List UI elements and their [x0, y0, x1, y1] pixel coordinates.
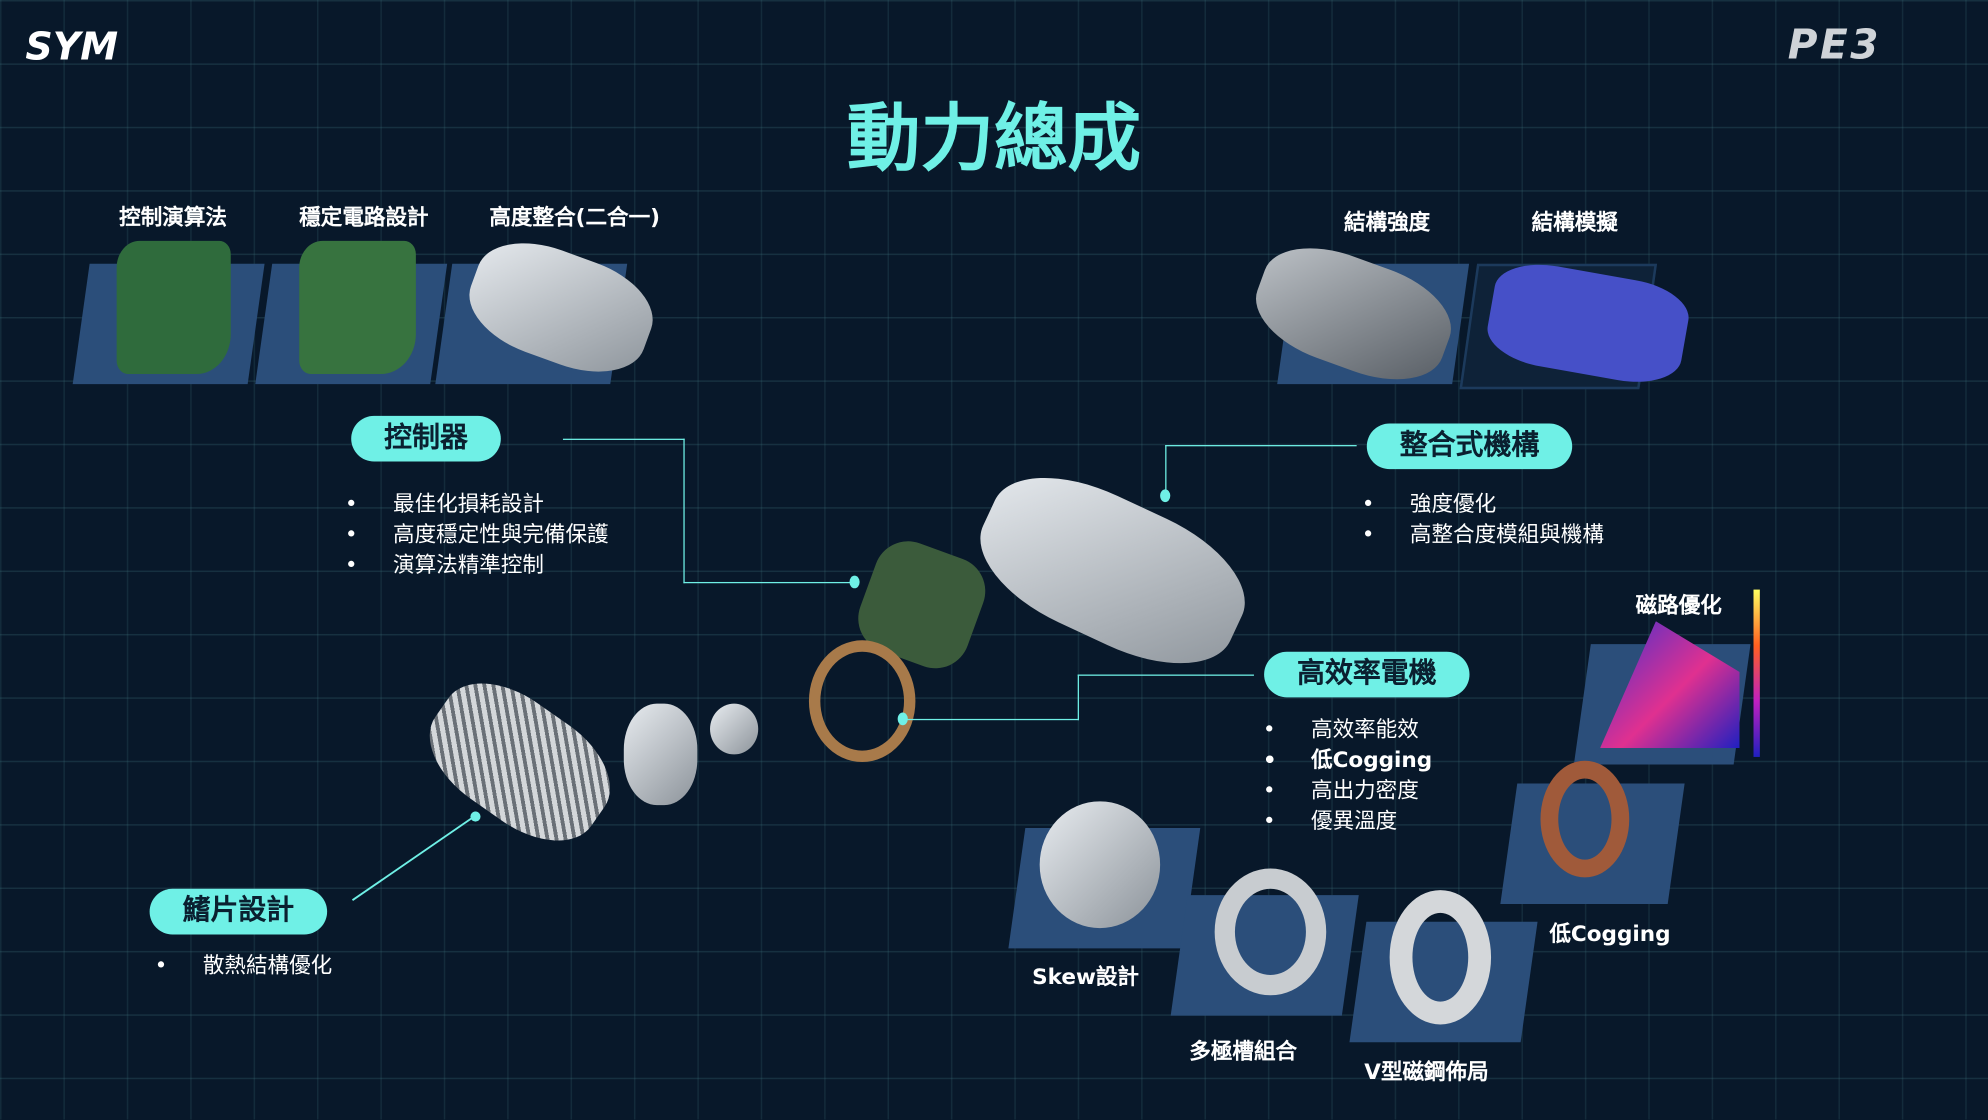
bullet: 高效率能效 — [1263, 715, 1432, 745]
fin-connector — [351, 811, 481, 901]
stator-lamination-image — [1214, 868, 1327, 996]
controller-pill: 控制器 — [351, 415, 501, 462]
mechanism-connector — [1165, 445, 1357, 498]
motor-connector-b — [902, 718, 1079, 721]
label-integration: 高度整合(二合一) — [489, 205, 661, 231]
bullet: 高出力密度 — [1263, 776, 1432, 806]
bullet: 最佳化損耗設計 — [345, 489, 609, 519]
page-title: 動力總成 — [846, 95, 1142, 182]
bullet: 低Cogging — [1263, 746, 1432, 776]
controller-connector-b — [683, 581, 855, 584]
motor-bullets: 高效率能效 低Cogging 高出力密度 優異溫度 — [1263, 715, 1432, 837]
motor-connector-a — [1077, 674, 1254, 721]
fin-bullets: 散熱結構優化 — [155, 951, 332, 981]
motor-dot — [897, 712, 908, 726]
mechanism-bullets: 強度優化 高整合度模組與機構 — [1362, 489, 1604, 550]
stator-winding-image — [1540, 760, 1630, 878]
label-circuit-design: 穩定電路設計 — [299, 205, 429, 231]
v-magnet-rotor-image — [1389, 890, 1492, 1025]
bullet: 演算法精準控制 — [345, 550, 609, 580]
controller-board-image — [116, 240, 231, 375]
color-scale-bar — [1753, 589, 1760, 757]
label-magnetic: 磁路優化 — [1635, 593, 1722, 619]
label-control-algorithm: 控制演算法 — [119, 205, 227, 231]
pe3-logo: PE3 — [1787, 20, 1882, 69]
skew-rotor-image — [1039, 801, 1161, 929]
label-v-magnet: V型磁鋼佈局 — [1364, 1059, 1489, 1086]
motor-pill: 高效率電機 — [1264, 651, 1470, 698]
label-structure-strength: 結構強度 — [1343, 210, 1431, 236]
mechanism-pill: 整合式機構 — [1366, 423, 1573, 470]
bullet: 強度優化 — [1362, 489, 1604, 519]
controller-bullets: 最佳化損耗設計 高度穩定性與完備保護 演算法精準控制 — [345, 489, 609, 580]
fin-pill: 鰭片設計 — [149, 888, 328, 935]
stator-ring-image — [808, 640, 916, 763]
label-structure-sim: 結構模擬 — [1531, 210, 1618, 236]
mechanism-dot — [1160, 489, 1171, 503]
label-multi-slot: 多極槽組合 — [1189, 1039, 1298, 1066]
label-low-cogging: 低Cogging — [1549, 921, 1671, 948]
label-skew: Skew設計 — [1032, 964, 1139, 991]
rotor-image — [710, 703, 759, 755]
circuit-board-image — [299, 240, 416, 375]
bullet: 高度穩定性與完備保護 — [345, 520, 609, 550]
controller-connector-a — [562, 438, 685, 584]
bullet: 高整合度模組與機構 — [1362, 520, 1604, 550]
plate-image — [623, 703, 698, 806]
controller-dot — [849, 575, 860, 589]
sym-logo: SYM — [25, 25, 119, 70]
bullet: 優異溫度 — [1263, 806, 1432, 836]
bullet: 散熱結構優化 — [155, 951, 332, 981]
